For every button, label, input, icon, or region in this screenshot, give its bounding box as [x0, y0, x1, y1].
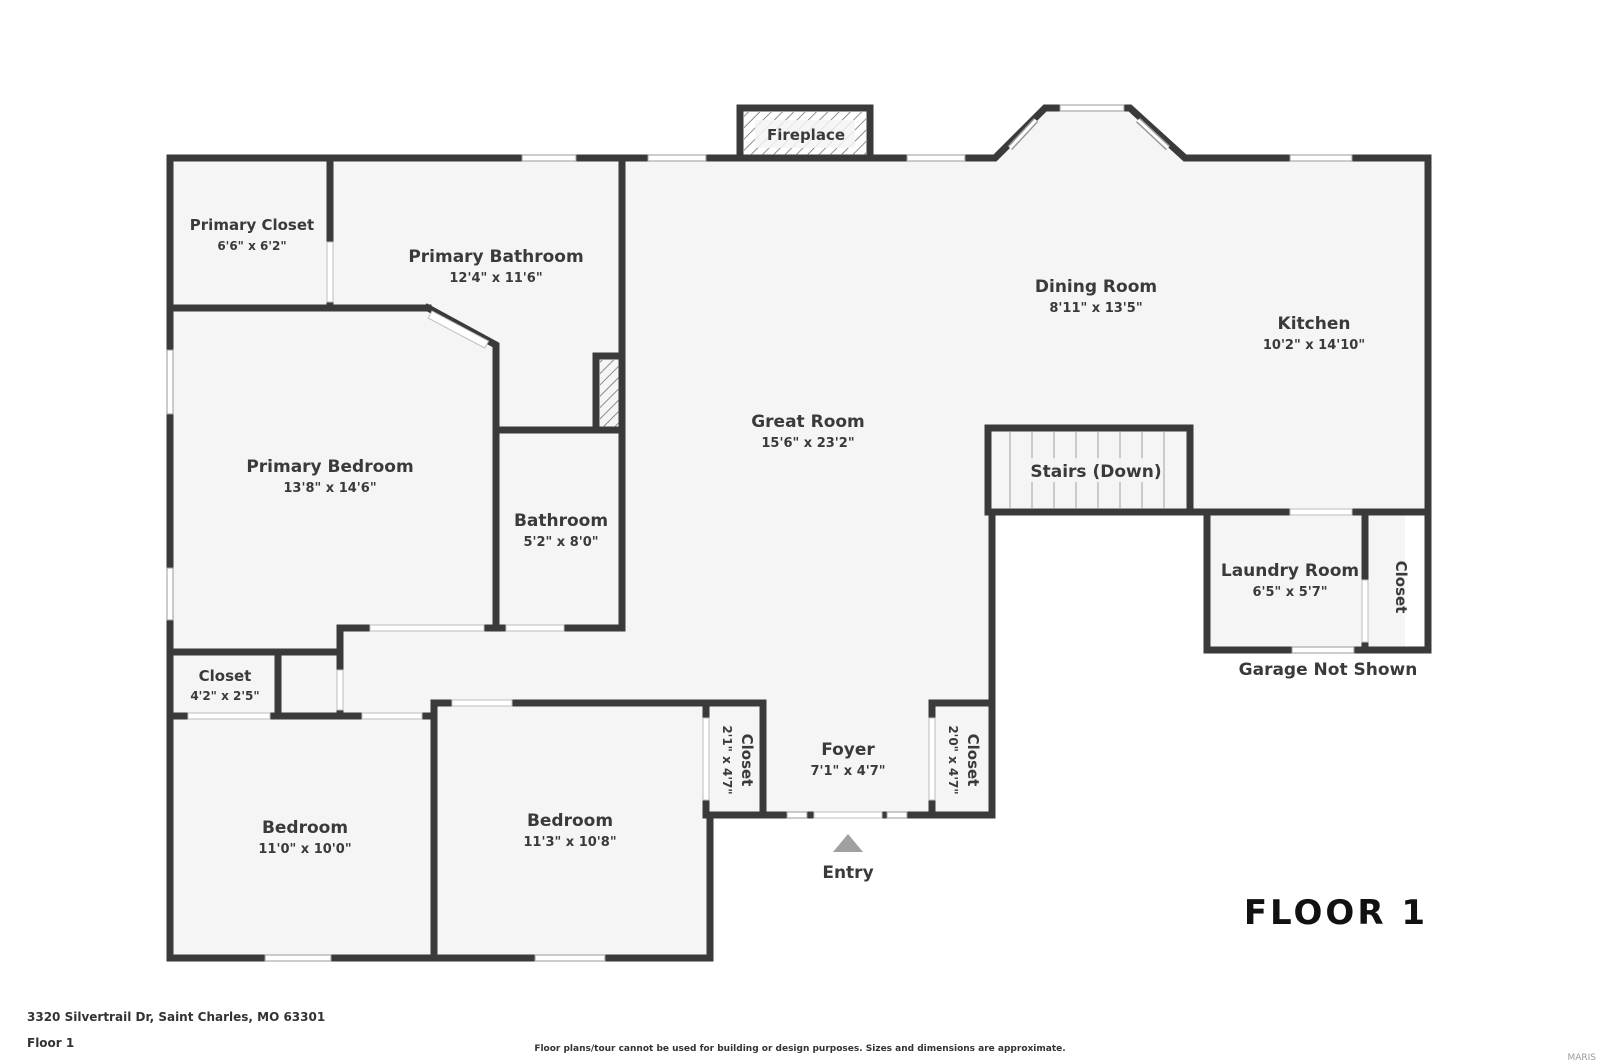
foyer-closet-name: Closet	[964, 734, 982, 787]
fireplace-label: Fireplace	[767, 126, 845, 144]
primary-bedroom-name: Primary Bedroom	[246, 457, 413, 477]
disclaimer: Floor plans/tour cannot be used for buil…	[534, 1044, 1065, 1054]
foyer-closet-dims: 2'0" x 4'7"	[946, 725, 960, 794]
floor-area	[170, 108, 1425, 958]
great-room-dims: 15'6" x 23'2"	[761, 436, 854, 451]
laundry-closet-name: Closet	[1392, 561, 1410, 614]
windows	[166, 104, 1355, 962]
primary-closet-name: Primary Closet	[190, 216, 314, 234]
bathroom-dims: 5'2" x 8'0"	[523, 535, 598, 550]
primary-closet-dims: 6'6" x 6'2"	[217, 239, 286, 253]
entry-label: Entry	[822, 863, 873, 883]
floor-title: FLOOR 1	[1244, 893, 1428, 933]
foyer-name: Foyer	[821, 740, 875, 760]
bedroom-closet-dims: 2'1" x 4'7"	[720, 725, 734, 794]
garage-note: Garage Not Shown	[1239, 660, 1418, 680]
primary-bathroom-name: Primary Bathroom	[408, 247, 583, 267]
dining-room-name: Dining Room	[1035, 277, 1157, 297]
primary-bathroom-dims: 12'4" x 11'6"	[449, 271, 542, 286]
bedroom-left-dims: 11'0" x 10'0"	[258, 842, 351, 857]
stairs-label-bg	[1030, 458, 1158, 482]
chase-hatch	[600, 360, 619, 427]
laundry-room-dims: 6'5" x 5'7"	[1252, 585, 1327, 600]
primary-bedroom-dims: 13'8" x 14'6"	[283, 481, 376, 496]
floor-label: Floor 1	[27, 1036, 74, 1050]
great-room-name: Great Room	[751, 412, 865, 432]
door-openings	[187, 241, 1369, 819]
hall-closet-name: Closet	[199, 667, 252, 685]
address: 3320 Silvertrail Dr, Saint Charles, MO 6…	[27, 1010, 325, 1024]
foyer-dims: 7'1" x 4'7"	[810, 764, 885, 779]
stairs-name: Stairs (Down)	[1030, 462, 1161, 482]
fireplace-label-bg	[755, 120, 855, 148]
watermark: MARIS	[1567, 1053, 1596, 1061]
laundry-room-name: Laundry Room	[1221, 561, 1359, 581]
bedroom-left-name: Bedroom	[262, 818, 348, 838]
hall-closet-dims: 4'2" x 2'5"	[190, 689, 259, 703]
entry-arrow-icon	[833, 834, 863, 852]
kitchen-dims: 10'2" x 14'10"	[1263, 338, 1365, 353]
kitchen-name: Kitchen	[1278, 314, 1351, 334]
bedroom-right-dims: 11'3" x 10'8"	[523, 835, 616, 850]
bay-windows-inner	[1008, 118, 1170, 150]
dining-room-dims: 8'11" x 13'5"	[1049, 301, 1142, 316]
bedroom-closet-name: Closet	[738, 734, 756, 787]
bathroom-name: Bathroom	[514, 511, 608, 531]
bedroom-right-name: Bedroom	[527, 811, 613, 831]
